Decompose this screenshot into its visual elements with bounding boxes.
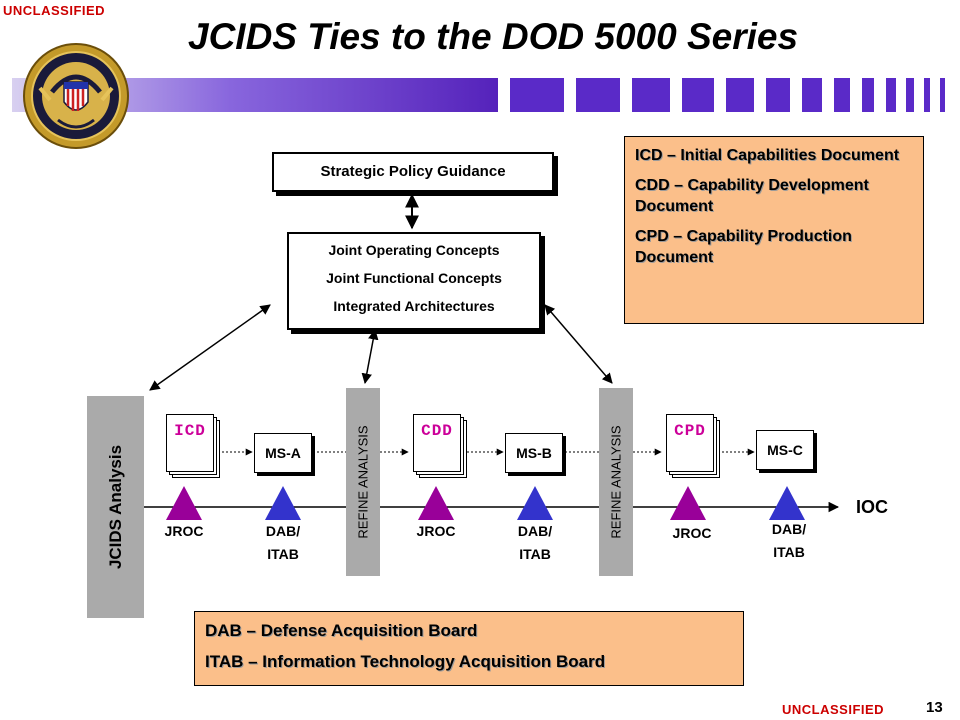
- doc-cdd: CDD: [413, 414, 469, 480]
- doc-cdd-label: CDD: [421, 422, 453, 440]
- doc-icd-label: ICD: [174, 422, 206, 440]
- milestone-a: MS-A: [254, 433, 312, 473]
- arrow-concepts-refine2: [544, 304, 613, 384]
- milestone-b: MS-B: [505, 433, 563, 473]
- refine-analysis-bar-1: REFINE ANALYSIS: [346, 388, 380, 576]
- concepts-line-2: Joint Functional Concepts: [326, 270, 502, 286]
- legend-cpd: CPD – Capability Production Document: [635, 228, 852, 266]
- legend-boards: DAB – Defense Acquisition Board ITAB – I…: [194, 611, 744, 686]
- milestone-c: MS-C: [756, 430, 814, 470]
- jroc-label-3: JROC: [672, 525, 712, 541]
- concepts-line-1: Joint Operating Concepts: [328, 242, 500, 258]
- dab-triangle-2: [517, 486, 553, 520]
- jroc-label-1: JROC: [164, 523, 204, 539]
- page-title: JCIDS Ties to the DOD 5000 Series: [188, 16, 799, 57]
- dod-seal-icon: [23, 43, 129, 149]
- legend-dab: DAB – Defense Acquisition Board: [205, 621, 478, 640]
- strategic-policy-box: Strategic Policy Guidance: [272, 152, 554, 192]
- classification-bottom: UNCLASSIFIED: [782, 702, 885, 717]
- jroc-label-2: JROC: [416, 523, 456, 539]
- jroc-triangle-3: [670, 486, 706, 520]
- legend-icd: ICD – Initial Capabilities Document: [635, 147, 900, 164]
- dab-label-2: DAB/: [517, 523, 553, 539]
- dab-itab-label-1: DAB/ ITAB: [253, 520, 313, 566]
- jroc-triangle-2: [418, 486, 454, 520]
- doc-cpd-label: CPD: [674, 422, 706, 440]
- dab-triangle-1: [265, 486, 301, 520]
- concepts-box: Joint Operating Concepts Joint Functiona…: [287, 232, 541, 330]
- doc-cpd: CPD: [666, 414, 722, 480]
- classification-top: UNCLASSIFIED: [3, 3, 106, 18]
- arrow-concepts-refine1: [361, 328, 379, 385]
- arrow-concepts-jcids: [149, 304, 271, 391]
- legend-cdd: CDD – Capability Development Document: [635, 177, 869, 215]
- slide-number: 13: [926, 699, 943, 716]
- dab-triangle-3: [769, 486, 805, 520]
- itab-label-1: ITAB: [267, 546, 299, 562]
- concepts-line-3: Integrated Architectures: [333, 298, 495, 314]
- refine-analysis-bar-2: REFINE ANALYSIS: [599, 388, 633, 576]
- ioc-label: IOC: [856, 497, 889, 517]
- dab-label-1: DAB/: [265, 523, 301, 539]
- jcids-analysis-bar: JCIDS Analysis: [87, 396, 144, 618]
- legend-documents: ICD – Initial Capabilities Document CDD …: [624, 136, 924, 324]
- legend-itab: ITAB – Information Technology Acquisitio…: [205, 652, 606, 671]
- itab-label-3: ITAB: [773, 544, 805, 560]
- doc-icd: ICD: [166, 414, 222, 480]
- dab-itab-label-2: DAB/ ITAB: [505, 520, 565, 566]
- jroc-triangle-1: [166, 486, 202, 520]
- itab-label-2: ITAB: [519, 546, 551, 562]
- dab-label-3: DAB/: [771, 521, 807, 537]
- dab-itab-label-3: DAB/ ITAB: [759, 518, 819, 564]
